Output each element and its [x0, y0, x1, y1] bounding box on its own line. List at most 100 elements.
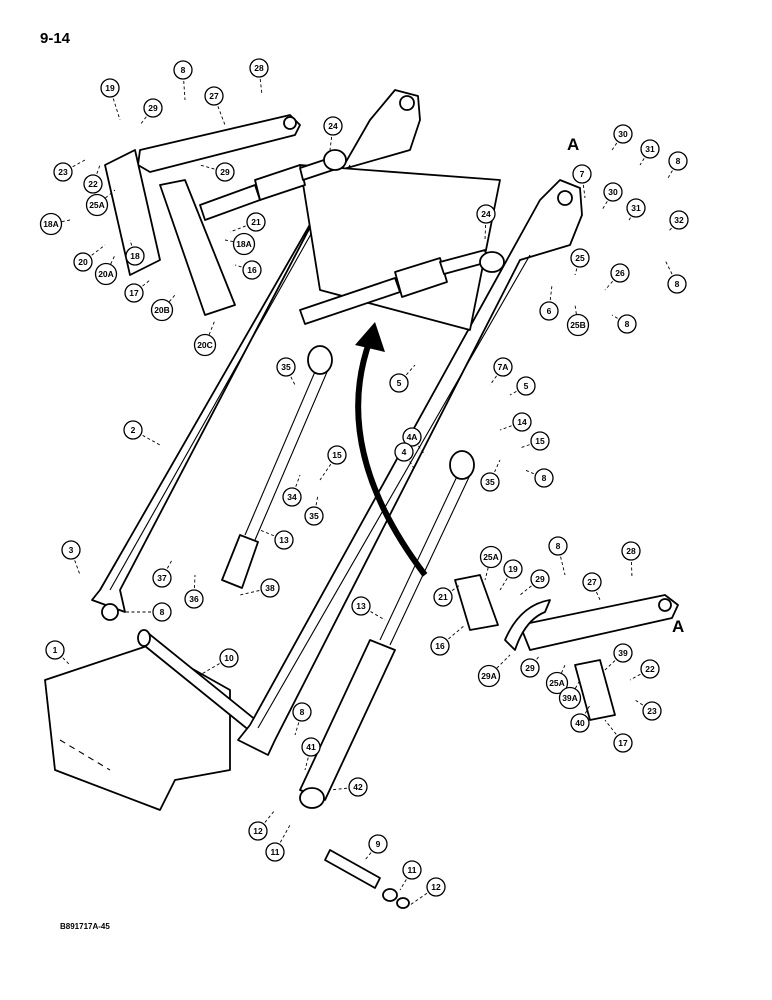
callout-c-5-right: 5	[509, 376, 536, 396]
callout-label: 25A	[89, 200, 105, 210]
leader-line	[519, 440, 541, 449]
callout-c-8-left: 8	[125, 602, 172, 622]
callout-c-25-right: 25	[570, 248, 590, 276]
callout-label: 41	[306, 742, 316, 752]
callout-c-8-right3: 8	[611, 314, 637, 334]
callout-label: 16	[435, 641, 445, 651]
plate-part-17-lower	[574, 659, 616, 721]
callout-circle	[516, 376, 536, 396]
callout-label: 4	[402, 447, 407, 457]
callout-circle	[100, 78, 120, 98]
leader-line	[364, 843, 379, 861]
callout-circle	[327, 445, 347, 465]
callout-label: 20	[78, 257, 88, 267]
callout-label: 17	[618, 738, 628, 748]
leader-line	[399, 869, 413, 891]
callout-label: 34	[287, 492, 297, 502]
callout-circle	[621, 541, 641, 561]
callout-c-16-lower: 16	[430, 624, 466, 656]
callout-label: 11	[408, 865, 417, 875]
link-part-27-lower	[519, 594, 679, 651]
leader-line	[557, 545, 566, 576]
callout-label: 35	[309, 511, 319, 521]
callout-label: 36	[189, 594, 199, 604]
callout-circle	[173, 60, 193, 80]
callout-label: 38	[265, 583, 275, 593]
callout-c-39a-lower: 39A	[558, 679, 582, 710]
callout-circle	[626, 198, 646, 218]
callout-label: 2	[131, 425, 136, 435]
callout-label: 8	[556, 541, 561, 551]
callout-c-35-right: 35	[480, 459, 501, 492]
leader-line	[519, 578, 541, 596]
callout-c-20c-top: 20C	[193, 319, 217, 357]
callout-circle	[640, 659, 660, 679]
callout-c-24-mid: 24	[476, 204, 496, 241]
leader-line	[329, 125, 334, 151]
callout-c-35-left: 35	[276, 357, 296, 386]
callout-circle	[232, 232, 256, 256]
leader-line	[96, 189, 116, 206]
leader-line	[313, 494, 319, 517]
callout-c-17-top: 17	[124, 279, 151, 303]
callout-c-13-left: 13	[259, 529, 294, 550]
callout-label: 4A	[407, 432, 418, 442]
sheet-marker-lower: A	[672, 617, 684, 636]
leader-line	[664, 259, 678, 285]
callout-circle	[260, 578, 280, 598]
callout-c-6-right: 6	[539, 284, 559, 321]
leader-line	[442, 584, 461, 598]
callout-circle	[125, 246, 145, 266]
callout-label: 30	[618, 129, 628, 139]
lift-cylinder-right-part-13	[299, 450, 475, 809]
leader-line	[133, 279, 151, 294]
leader-line	[634, 699, 653, 712]
callout-label: 39	[618, 648, 628, 658]
leader-line	[630, 550, 633, 579]
callout-circle	[276, 357, 296, 377]
callout-circle	[426, 877, 446, 897]
callout-c-20-top: 20	[73, 244, 106, 272]
leader-line	[604, 719, 624, 744]
callout-label: 7	[580, 169, 585, 179]
callout-circle	[512, 412, 532, 432]
callout-c-18-top: 18	[125, 239, 145, 266]
callout-label: 19	[508, 564, 518, 574]
callout-c-13-mid: 13	[351, 596, 386, 621]
callout-circle	[143, 98, 163, 118]
callout-label: 25B	[570, 320, 586, 330]
callout-label: 20A	[98, 269, 114, 279]
callout-c-28-top: 28	[249, 58, 269, 96]
callout-c-22-lower: 22	[629, 659, 660, 681]
callout-circle	[292, 702, 312, 722]
bucket-part-1	[44, 644, 231, 811]
callout-circle	[304, 506, 324, 526]
callout-label: 18A	[236, 239, 252, 249]
callout-circle	[85, 193, 109, 217]
callout-c-8-right4: 8	[524, 468, 554, 488]
leader-line	[161, 294, 176, 311]
callout-c-41-bottom: 41	[301, 737, 321, 771]
leader-line	[70, 549, 81, 576]
callout-c-14-right: 14	[499, 412, 532, 432]
leader-line	[581, 173, 586, 199]
callout-label: 25A	[483, 552, 499, 562]
callout-c-11-bottom1: 11	[265, 824, 291, 862]
callout-c-27-lower: 27	[582, 572, 602, 601]
callout-circle	[530, 569, 550, 589]
callout-circle	[503, 559, 523, 579]
callout-label: 25	[575, 253, 585, 263]
leader-line	[291, 474, 301, 498]
callout-label: 10	[224, 653, 234, 663]
callout-c-25b-right: 25B	[566, 304, 590, 337]
callout-c-15-mid: 15	[319, 445, 347, 481]
callout-label: 29A	[481, 671, 497, 681]
callout-c-7a-right: 7A	[489, 357, 513, 386]
callout-label: 31	[631, 203, 641, 213]
callout-label: 12	[253, 826, 263, 836]
callout-label: 9	[376, 839, 381, 849]
mount-plates-top	[104, 149, 236, 316]
leader-line	[329, 786, 359, 791]
callout-label: 6	[547, 306, 552, 316]
